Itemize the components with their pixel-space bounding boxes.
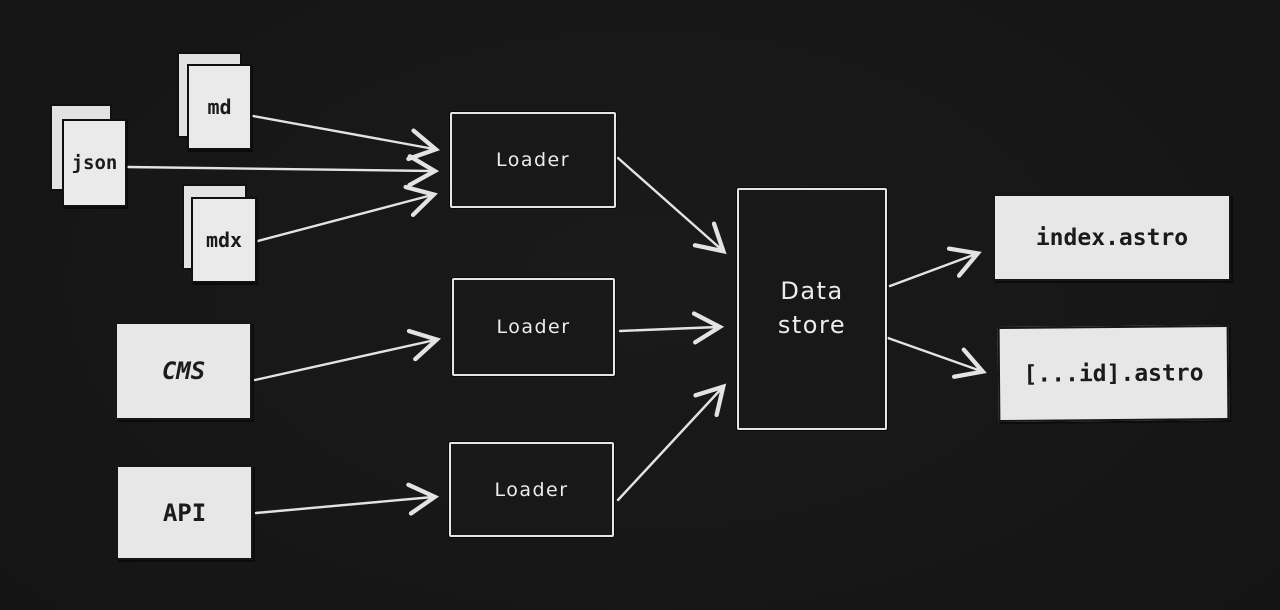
- arrow-loader3-to-datastore: [616, 383, 727, 502]
- json-front-page: json: [62, 119, 127, 207]
- arrow-loader1-to-datastore: [616, 156, 727, 255]
- node-id-astro: [...id].astro: [997, 324, 1230, 423]
- json-label: json: [71, 152, 118, 174]
- index-astro-label: index.astro: [1035, 224, 1189, 251]
- api-label: API: [162, 498, 207, 527]
- arrow-datastore-to-id: [886, 336, 987, 379]
- md-label: md: [207, 95, 232, 119]
- node-loader-2: Loader: [452, 278, 615, 376]
- node-api: API: [116, 465, 253, 560]
- mdx-front-page: mdx: [191, 197, 257, 283]
- loader2-label: Loader: [496, 316, 571, 338]
- node-mdx: mdx: [182, 184, 262, 284]
- mdx-label: mdx: [205, 228, 243, 252]
- arrow-mdx-to-loader1: [252, 184, 438, 244]
- arrow-api-to-loader3: [254, 482, 440, 516]
- arrow-json-to-loader1: [126, 154, 440, 188]
- cms-label: CMS: [161, 357, 206, 385]
- node-loader-1: Loader: [450, 112, 616, 208]
- loader3-label: Loader: [494, 478, 569, 501]
- node-loader-3: Loader: [449, 442, 614, 537]
- id-astro-label: [...id].astro: [1023, 359, 1204, 388]
- arrow-datastore-to-index: [888, 246, 982, 288]
- arrow-loader2-to-datastore: [618, 311, 725, 345]
- md-front-page: md: [187, 64, 252, 150]
- node-md: md: [177, 52, 257, 152]
- data-store-label: Data store: [777, 277, 847, 339]
- arrow-cms-to-loader2: [253, 328, 442, 382]
- node-index-astro: index.astro: [993, 194, 1231, 281]
- node-data-store: Data store: [737, 188, 887, 430]
- arrow-md-to-loader1: [251, 114, 441, 162]
- node-json: json: [50, 104, 130, 209]
- loader1-label: Loader: [495, 149, 571, 171]
- node-cms: CMS: [115, 322, 252, 420]
